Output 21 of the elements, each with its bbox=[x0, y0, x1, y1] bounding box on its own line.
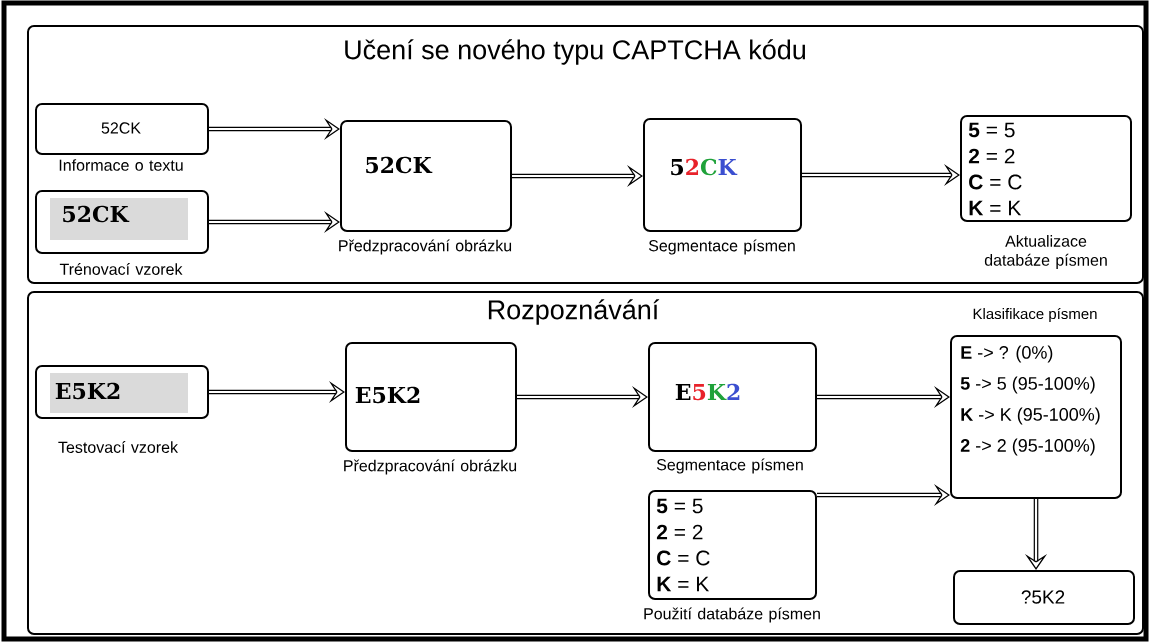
letter-database-box: 5 = 5 2 = 2 C = C K = K bbox=[648, 490, 817, 600]
letter-database-box: 5 = 5 2 = 2 C = C K = K bbox=[960, 115, 1132, 222]
node-label: Trénovací vzorek bbox=[59, 263, 183, 275]
result-box: ?5K2 bbox=[953, 570, 1135, 625]
text-box: 52CK bbox=[35, 103, 209, 155]
node-label: Aktualizace databáze písmen bbox=[984, 235, 1107, 269]
node-label: Segmentace písmen bbox=[656, 458, 803, 474]
captcha-image-box: E5K2 bbox=[345, 342, 517, 452]
node-label: Segmentace písmen bbox=[648, 239, 795, 255]
node-label: Předzpracování obrázku bbox=[344, 459, 517, 475]
node-label: Informace o textu bbox=[59, 159, 183, 171]
segmented-image-box: 52CK bbox=[643, 118, 802, 232]
node-label: Použití databáze písmen bbox=[644, 607, 820, 623]
node-label: Klasifikace písmen bbox=[973, 307, 1097, 323]
node-label: Testovací vzorek bbox=[58, 441, 179, 453]
captcha-image-box: E5K2 bbox=[35, 365, 209, 419]
classification-box: Klasifikace písmen E -> ? (0%) 5 -> 5 (95-100%) K -> K (95-100%) 2 -> 2 (95-100%) bbox=[950, 307, 1122, 499]
segmented-image-box: E5K2 bbox=[648, 342, 817, 452]
node-label: Předzpracování obrázku bbox=[339, 239, 512, 255]
captcha-image-box: 52CK bbox=[340, 120, 512, 232]
captcha-image-box: 52CK bbox=[35, 190, 209, 254]
